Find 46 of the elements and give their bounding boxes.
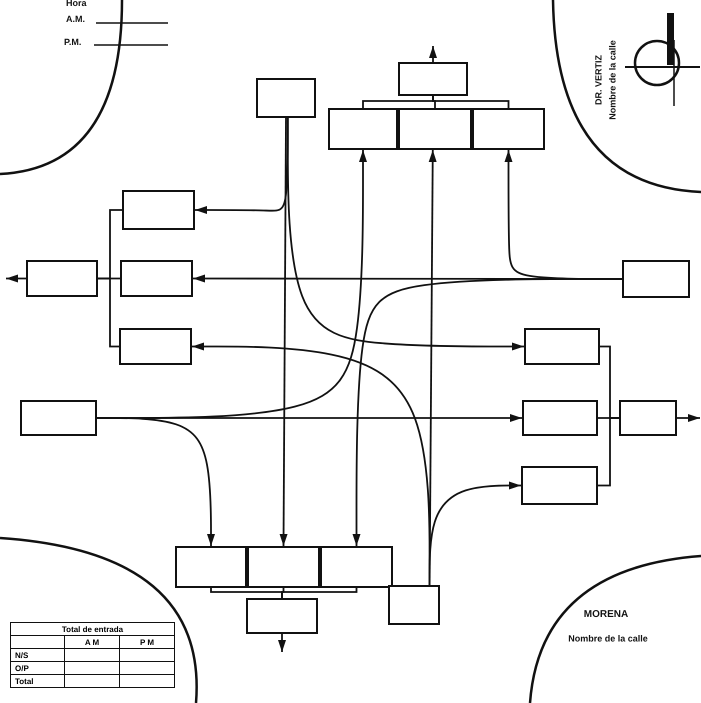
column-header: A M (84, 636, 100, 648)
lane-box (522, 400, 598, 436)
arrow (429, 46, 437, 62)
lane-box (521, 466, 598, 505)
lane-box (398, 108, 472, 150)
lane-box (246, 598, 318, 634)
lane-box (20, 400, 97, 436)
arrow (428, 482, 521, 585)
lane-box (256, 78, 316, 118)
street-name: MORENA (584, 610, 628, 620)
column-header: P M (138, 636, 156, 648)
arrow (677, 414, 700, 422)
arrow (278, 634, 286, 652)
lane-box (398, 62, 468, 96)
connector-line (98, 278, 119, 348)
street-name: DR. VERTIZ (594, 55, 604, 105)
field-label: P.M. (64, 38, 82, 47)
lane-box (328, 108, 398, 150)
lane-box (472, 108, 545, 150)
arrow (6, 274, 26, 282)
arrow (97, 417, 215, 546)
connector-line (598, 417, 619, 486)
lane-box (122, 190, 195, 230)
connector-line (432, 96, 510, 108)
street-caption: Nombre de la calle (608, 40, 618, 120)
row-header: N/S (14, 650, 30, 660)
lane-box (175, 546, 247, 588)
lane-box (388, 585, 440, 625)
lane-box (320, 546, 393, 588)
lane-box (26, 260, 98, 297)
arrow (280, 118, 288, 546)
table-title: Total de entrada (60, 624, 124, 634)
lane-box (120, 260, 193, 297)
arrow (352, 278, 622, 546)
row-header: Total (14, 676, 35, 686)
row-header: O/P (14, 662, 30, 674)
lane-box (119, 328, 192, 365)
lane-box (622, 260, 690, 298)
lane-box (619, 400, 677, 436)
lane-box (247, 546, 320, 588)
lane-box (524, 328, 600, 365)
connector-line (281, 588, 358, 598)
arrow (286, 118, 524, 350)
street-caption: Nombre de la calle (568, 634, 648, 644)
field-label: A.M. (66, 15, 85, 24)
field-label: Hora (66, 0, 87, 8)
